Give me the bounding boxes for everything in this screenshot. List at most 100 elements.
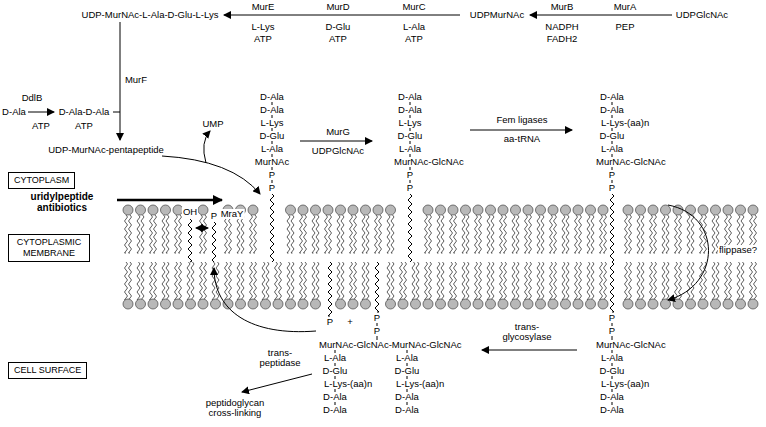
lipid-tail [362, 215, 365, 253]
region-box: CYTOPLASMIC MEMBRANE [8, 234, 90, 262]
lipid-tail [166, 262, 169, 300]
lipid-tail [450, 215, 453, 253]
lipid-head [723, 205, 733, 215]
lipid-head [198, 205, 208, 215]
lipid-tail [491, 215, 494, 253]
chem-label: UDP-MurNAc-pentapeptide [47, 145, 165, 155]
lipid-tail [387, 262, 390, 300]
chem-label: MurNAc-GlcNAc [393, 157, 465, 167]
lipid-tail [300, 215, 303, 253]
reaction-arrows [28, 15, 709, 392]
lipid-carrier [408, 194, 412, 262]
chem-label: L-Ala [395, 353, 419, 363]
chem-label: D-Ala [259, 105, 285, 115]
lipid-tail [254, 215, 257, 253]
lipid-head [648, 299, 658, 309]
lipid-head [361, 299, 371, 309]
lipid-tail [404, 262, 407, 300]
lipid-tail [662, 215, 665, 253]
lipid-head [711, 205, 721, 215]
chem-label: P [608, 326, 616, 336]
chem-label: P [373, 313, 381, 323]
lipid-head [636, 299, 646, 309]
chem-label: P [406, 170, 414, 180]
lipid-head [673, 299, 683, 309]
lipid-head [661, 205, 671, 215]
lipid-tail [600, 215, 603, 253]
lipid-tail [625, 262, 628, 300]
lipid-tail [162, 262, 165, 300]
lipid-tail [725, 262, 728, 300]
lipid-tail [212, 262, 215, 300]
chem-label: MurB [550, 2, 575, 12]
lipid-tail [604, 262, 607, 300]
lipid-tail [350, 262, 353, 300]
lipid-tail [154, 215, 157, 253]
lipid-tail [129, 215, 132, 253]
lipid-tail [154, 262, 157, 300]
lipid-head [198, 299, 208, 309]
chem-label: peptidoglycan cross-linking [198, 398, 272, 418]
lipid-tail [279, 262, 282, 300]
lipid-head [148, 205, 158, 215]
lipid-tail [525, 262, 528, 300]
lipid-tail [225, 215, 228, 253]
chem-label: D-Glu [397, 131, 424, 141]
lipid-head [711, 299, 721, 309]
chem-label: ATP [74, 121, 94, 131]
lipid-tail [262, 262, 265, 300]
lipid-tail [316, 215, 319, 253]
lipid-tail [254, 262, 257, 300]
lipid-head [173, 299, 183, 309]
lipid-carrier [375, 262, 379, 312]
lipid-tail [375, 215, 378, 253]
lipid-tail [237, 215, 240, 253]
lipid-tail [137, 262, 140, 300]
lipid-tail [166, 215, 169, 253]
lipid-tail [525, 215, 528, 253]
lipid-head [273, 299, 283, 309]
lipid-tail [491, 262, 494, 300]
chem-label: UDP-MurNAc-L-Ala-D-Glu-L-Lys [81, 10, 220, 20]
lipid-tail [137, 215, 140, 253]
lipid-tail [391, 215, 394, 253]
chem-label: L-Lys-(aa)n [600, 379, 650, 389]
lipid-head [473, 299, 483, 309]
lipid-tail [437, 262, 440, 300]
lipid-tail [562, 262, 565, 300]
lipid-tail [679, 215, 682, 253]
lipid-tail [191, 262, 194, 300]
lipid-head [661, 299, 671, 309]
lipid-tail [250, 215, 253, 253]
lipid-tail [712, 215, 715, 253]
bond-lines [272, 102, 612, 405]
lipid-head [373, 205, 383, 215]
lipid-tail [412, 262, 415, 300]
lipid-head [698, 205, 708, 215]
lipid-head [736, 299, 746, 309]
lipid-head [436, 205, 446, 215]
chem-label: MurE [251, 2, 276, 12]
lipid-head [286, 205, 296, 215]
lipid-tail [466, 262, 469, 300]
chem-label: trans- peptidase [254, 348, 306, 368]
chem-label: L-Ala [402, 22, 426, 32]
chem-label: MurF [124, 75, 148, 85]
lipid-head [636, 205, 646, 215]
lipid-head [448, 205, 458, 215]
lipid-tail [304, 215, 307, 253]
lipid-tail [462, 215, 465, 253]
lipid-tail [604, 215, 607, 253]
lipid-head [748, 205, 758, 215]
chem-label: MurNAc-GlcNAc [595, 157, 667, 167]
lipid-tail [175, 215, 178, 253]
chem-label: ATP [404, 34, 424, 44]
chem-label: P [406, 183, 414, 193]
chem-label: NADPH [544, 22, 579, 32]
chem-label: D-Ala [599, 92, 625, 102]
lipid-tail [200, 215, 203, 253]
lipid-tail [691, 262, 694, 300]
lipid-tail [200, 262, 203, 300]
lipid-tail [129, 262, 132, 300]
lipid-tail [337, 215, 340, 253]
